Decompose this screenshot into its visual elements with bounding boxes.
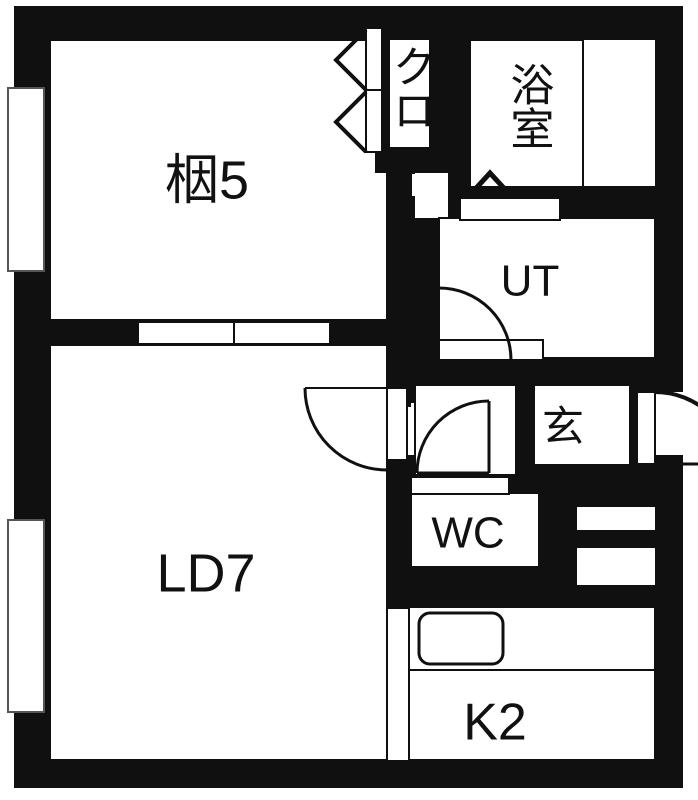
sliding-panel-right[interactable] [233,321,331,345]
ut-door-swing-arc [438,286,513,361]
ut-upper-door-slot [459,197,561,221]
label-utility: UT [501,257,560,306]
wall-right-entrance-jamb-top [655,383,683,392]
entrance-door[interactable] [636,390,698,472]
entrance-door-swing-arc [654,390,698,408]
outline-genkan [533,384,631,466]
ut-door-panel[interactable] [438,339,544,361]
wc-door-panel[interactable] [410,476,510,495]
wall-bedroom-right [387,170,415,385]
toilet-door[interactable] [410,476,510,495]
wall-right-entrance-jamb-bottom [655,455,683,465]
closet-door-leaf-lower[interactable] [365,89,383,153]
wall-wc-right [539,475,557,585]
outline-closet [388,27,431,149]
label-entrance: 玄 [542,403,584,450]
room-label-group: 栶5 クロ 浴室 UT 玄 WC LD7 K2 [156,44,584,752]
kitchen-counter [408,606,656,671]
wall-corridor-right-a [566,489,655,507]
wall-kitchen-left [387,585,409,609]
label-closet: クロ [385,44,434,132]
utility-room-door[interactable] [438,286,544,361]
entrance-door-panel[interactable] [636,391,656,465]
wall-genkan-left [516,385,534,475]
label-bedroom: 栶5 [165,150,249,210]
wall-closet-bottom [375,148,448,173]
wall-corridor-right-b [566,530,655,548]
label-bathroom: 浴室 [503,62,553,150]
ld-door-swing-arc [303,387,388,472]
hall-door-swing-arc [415,399,490,474]
outline-bathroom [469,39,584,189]
kitchen-sink [417,611,505,666]
wall-wc-left [387,475,411,585]
bath-door-marker-triangle [466,169,514,199]
closet-folding-arrow-upper [333,28,368,92]
hall-door[interactable] [415,399,491,475]
wall-ut-left [415,218,439,385]
outline-hall [414,384,517,476]
wall-closet-right [430,28,448,173]
label-toilet: WC [431,509,504,558]
wall-ut-bottom [415,358,655,385]
outline-bedroom [49,39,388,321]
window-left-lower [7,519,45,713]
sliding-panel-left[interactable] [137,321,235,345]
closet-folding-door[interactable] [333,27,383,154]
wall-right-upper [655,6,683,389]
wall-kitchen-top [387,585,655,607]
wall-right-lower [655,462,683,788]
window-left-upper [7,87,45,272]
closet-corner-notch [412,174,430,196]
label-kitchen: K2 [463,694,527,752]
wall-corridor-right-c [557,489,577,585]
wall-bath-left [448,28,470,204]
label-living: LD7 [156,543,255,603]
closet-door-leaf-upper[interactable] [365,27,383,91]
living-room-door[interactable] [303,387,408,472]
closet-folding-arrow-lower [333,90,368,154]
window-group [7,87,45,713]
wall-wc-bottom [387,567,557,585]
sliding-door-bedroom-to-living[interactable] [137,321,331,345]
ld-door-panel[interactable] [386,387,408,461]
wall-bottom [14,760,683,788]
wall-top [14,6,683,40]
